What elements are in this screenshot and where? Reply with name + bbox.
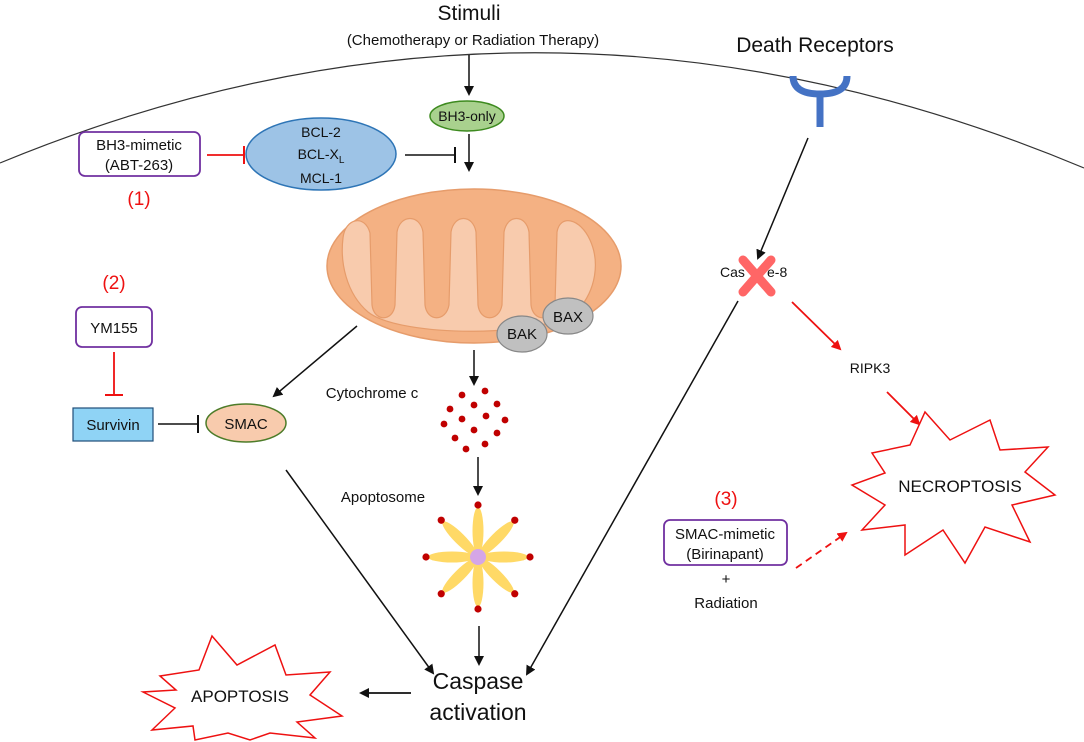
ym155-node: YM155 — [75, 306, 153, 348]
bh3-mimetic-node: BH3-mimetic (ABT-263) — [78, 131, 201, 177]
radiation-label: Radiation — [694, 595, 757, 612]
survivin-node: Survivin — [72, 407, 154, 442]
apoptosome-arm — [437, 557, 478, 598]
stimuli-title: Stimuli — [437, 2, 500, 25]
plus-sign: + — [722, 571, 731, 588]
bh3-only-node: BH3-only — [429, 100, 505, 132]
bax-label: BAX — [553, 309, 583, 326]
caspase-8-label-end: e-8 — [767, 264, 787, 280]
apoptosome-arm — [480, 551, 534, 563]
ym155-box — [75, 306, 153, 348]
cytochrome-c-label: Cytochrome c — [326, 385, 419, 402]
birinapant-label: (Birinapant) — [686, 546, 764, 563]
dashed-arrow-smac-mimetic-to-necroptosis — [795, 531, 848, 569]
bak-node: BAK — [496, 315, 548, 353]
label-number-3: (3) — [714, 489, 737, 510]
bak-ellipse — [496, 315, 548, 353]
ym155-label: YM155 — [90, 320, 138, 337]
arrow-caspase8-to-caspase-activation — [526, 300, 739, 676]
death-receptors-label: Death Receptors — [736, 34, 894, 57]
apoptosis-label: APOPTOSIS — [191, 687, 289, 706]
apoptosome-label: Apoptosome — [341, 489, 425, 506]
necroptosis-label: NECROPTOSIS — [898, 477, 1021, 496]
apoptosome-icon — [422, 501, 534, 613]
smac-label: SMAC — [224, 416, 268, 433]
arrow-receptor-to-caspase8 — [756, 137, 809, 260]
bh3-only-ellipse — [429, 100, 505, 132]
caspase-8-blocked-cross-icon — [738, 255, 776, 297]
apoptosome-arm — [437, 516, 478, 557]
arrow-caspase8-to-ripk3 — [791, 301, 842, 351]
arrow-mito-to-smac — [272, 325, 358, 398]
apoptosome-arm — [422, 551, 476, 563]
bak-label: BAK — [507, 326, 537, 343]
smac-mimetic-label: SMAC-mimetic — [675, 526, 775, 543]
bax-ellipse — [542, 297, 594, 335]
arrow-smac-to-caspase — [285, 469, 435, 675]
activation-label: activation — [429, 699, 526, 725]
arrow-ripk3-to-necroptosis — [886, 391, 921, 426]
smac-mimetic-box — [663, 519, 788, 566]
survivin-box — [72, 407, 154, 442]
bh3-mimetic-box — [78, 131, 201, 177]
caspase-8-label: Cas — [720, 264, 745, 280]
necroptosis-burst — [850, 410, 1057, 565]
smac-mimetic-node: SMAC-mimetic (Birinapant) — [663, 519, 788, 566]
stimuli-subtitle: (Chemotherapy or Radiation Therapy) — [347, 32, 599, 49]
apoptosis-burst — [140, 634, 345, 741]
caspase-label: Caspase — [433, 668, 524, 694]
bcl-2-label: BCL-2 — [301, 124, 341, 140]
bcl-family-node: BCL-2 BCL-XL MCL-1 — [245, 117, 397, 191]
bcl-family-ellipse — [245, 117, 397, 191]
label-number-2: (2) — [102, 273, 125, 294]
bax-node: BAX — [542, 297, 594, 335]
ripk3-label: RIPK3 — [850, 360, 891, 376]
apoptosome-arm — [472, 559, 484, 613]
abt-263-label: (ABT-263) — [105, 157, 173, 174]
death-receptor-icon — [789, 75, 851, 127]
bh3-only-label: BH3-only — [438, 108, 496, 124]
apoptosome-arm — [478, 516, 519, 557]
cell-membrane — [0, 52, 1084, 169]
bh3-mimetic-label: BH3-mimetic — [96, 137, 182, 154]
bcl-xl-label: BCL-XL — [298, 146, 345, 166]
apoptosome-arm — [472, 501, 484, 555]
smac-node: SMAC — [205, 403, 287, 443]
mcl-1-label: MCL-1 — [300, 170, 342, 186]
label-number-1: (1) — [127, 189, 150, 210]
cytochrome-c-dots — [440, 387, 509, 453]
mitochondrion — [326, 188, 622, 344]
survivin-label: Survivin — [86, 417, 139, 434]
apoptosome-arm — [478, 557, 519, 598]
smac-ellipse — [205, 403, 287, 443]
